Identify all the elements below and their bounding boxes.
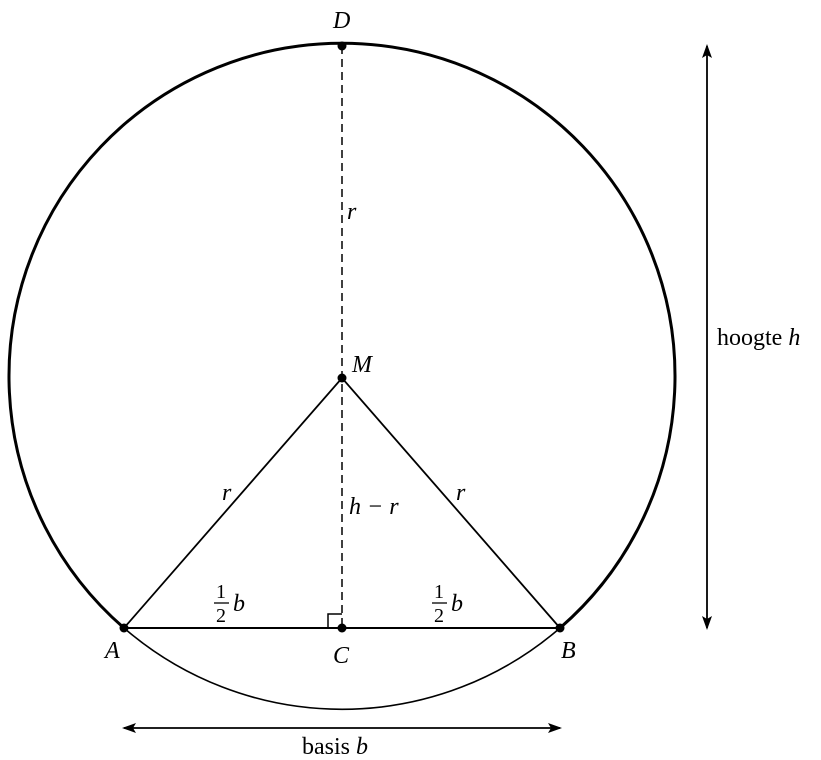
height-label: hoogte h (717, 325, 800, 351)
point-c (337, 623, 347, 633)
segment-mb (341, 377, 561, 629)
segment-ma (123, 377, 343, 629)
point-a (119, 623, 129, 633)
label-h-minus-r: h − r (349, 494, 399, 520)
label-r-left: r (222, 480, 232, 506)
label-c: C (333, 643, 350, 669)
svg-text:2: 2 (216, 605, 226, 627)
svg-text:2: 2 (434, 605, 444, 627)
point-d (337, 41, 347, 51)
base-label: basis b (302, 734, 368, 760)
label-a: A (103, 638, 120, 664)
label-d: D (332, 8, 350, 34)
point-b (555, 623, 565, 633)
label-half-b-right: 1 2 b (432, 581, 463, 627)
label-r-right: r (456, 480, 466, 506)
label-m: M (351, 352, 374, 378)
point-m (337, 373, 347, 383)
label-half-b-left: 1 2 b (214, 581, 245, 627)
label-r-vertical: r (347, 199, 357, 225)
svg-text:1: 1 (216, 581, 226, 603)
label-b: B (561, 638, 576, 664)
svg-text:1: 1 (434, 581, 444, 603)
circle-minor-arc (123, 627, 561, 711)
svg-text:b: b (233, 591, 245, 617)
svg-text:b: b (451, 591, 463, 617)
right-angle-marker (327, 613, 342, 628)
